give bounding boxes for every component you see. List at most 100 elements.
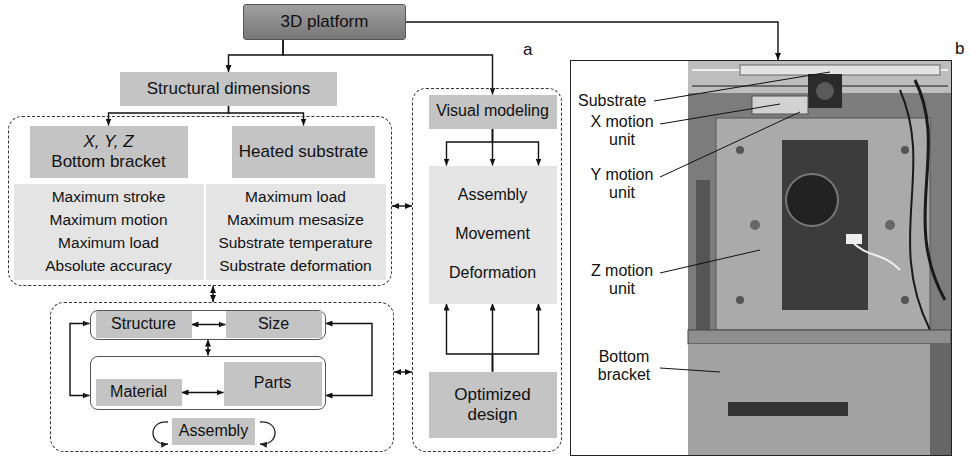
node-text: Optimized design [438,385,548,424]
pulley-wheel [786,174,838,226]
connector [447,129,539,166]
header-box: Heated substrate [232,126,375,178]
connector-arrow [70,324,90,396]
connector-arrow [229,40,284,72]
connector-arrow [493,304,539,372]
process-box: Optimized design [429,372,557,438]
bolt-hole [736,146,744,154]
node-text: Maximum stroke [52,188,166,206]
node-text: Visual modeling [436,102,549,120]
node-text: 3D platform [281,12,369,32]
node-text: Structure [111,315,176,333]
node-text: Material [110,383,167,401]
connector [229,40,284,72]
process-box: Assembly [172,418,255,444]
leader-line [660,368,720,372]
node-text: Maximum mesasize [227,211,364,229]
node-text: X, Y, Z [83,132,133,152]
node-text: Heated substrate [239,142,368,162]
connector-arrow [212,286,213,302]
node-text: Movement [455,225,530,243]
panel-label: a [523,40,532,60]
connector [192,324,226,325]
connector-arrow [406,22,778,60]
cable [915,80,945,300]
frame-window [782,140,868,310]
connector [208,340,209,356]
result-box: AssemblyMovementDeformation [429,166,557,304]
node-text: b [955,39,964,59]
parameter-box: Maximum loadMaximum mesasizeSubstrate te… [206,184,386,280]
process-box: Parts [224,362,322,406]
node-text: Substrate temperature [218,234,372,252]
node-text: Assembly [458,186,527,204]
connector-arrow [493,129,539,166]
frame-panel [716,118,930,330]
leader-line [660,250,760,273]
bolt-hole [885,220,895,230]
connector-arrow [182,392,224,393]
node-text: Size [258,315,289,333]
node-text: Maximum load [245,188,346,206]
connector-arrow [326,324,373,396]
cable [900,90,930,330]
connector-arrow [392,205,412,206]
cycle-arrow [260,422,275,444]
leader-line [654,72,830,101]
node-text: Substrate deformation [219,257,372,275]
photo-ground [688,61,951,455]
process-box: Size [226,311,322,337]
leader-line [660,112,800,177]
y-slide [752,96,808,114]
connector [406,22,778,60]
bottom-bracket-box [688,344,951,455]
node-text: Assembly [179,422,248,440]
node-text: Absolute accuracy [45,257,172,275]
bolt-hole [901,296,909,304]
connector [213,286,214,302]
dashed-region: Structure SizeMaterial PartsAssembly [50,302,394,452]
stepper-motor [808,74,842,108]
dashed-region: X, Y, ZBottom bracketMaximum strokeMaxim… [8,116,392,286]
leader-lines [654,72,830,372]
bolt-hole [736,296,744,304]
cycle-arrow [153,422,168,444]
connector-arrow [207,340,208,356]
substrate-plate [740,65,940,75]
motor-hub [816,82,834,100]
group-box: Material Parts [90,356,326,410]
connector [447,304,539,372]
connector [182,392,224,393]
callout-label: X motion unit [580,113,664,150]
table-top [688,330,951,344]
process-box: Structural dimensions [120,72,337,106]
process-box: Material [96,379,182,405]
parameter-box: Maximum strokeMaximum motionMaximum load… [14,184,204,280]
group-box: Structure Size [90,310,326,340]
connector-arrow [192,324,226,325]
bolt-hole [901,146,909,154]
z-lead-screw [696,180,710,330]
machine-photo [688,61,951,455]
node-text: Maximum motion [50,211,168,229]
process-box: Structure [96,311,192,337]
platform-box: 3D platform [243,4,406,40]
node-text: Bottom bracket [51,152,165,172]
connector [392,206,412,207]
node-text: Maximum load [58,234,159,252]
node-text: Parts [254,374,291,392]
dashed-region: Visual modelingAssemblyMovementDeformati… [412,88,562,452]
connector-arrow [447,304,493,372]
callout-label: Z motion unit [580,262,664,299]
process-box: Visual modeling [429,95,557,129]
connector-arrow [394,371,412,372]
node-text: Deformation [449,264,536,282]
leader-line [660,104,780,124]
node-text: Structural dimensions [147,79,310,99]
cable [850,240,900,270]
bolt-hole [750,220,760,230]
bracket-slot [728,402,848,416]
connector [70,324,90,396]
